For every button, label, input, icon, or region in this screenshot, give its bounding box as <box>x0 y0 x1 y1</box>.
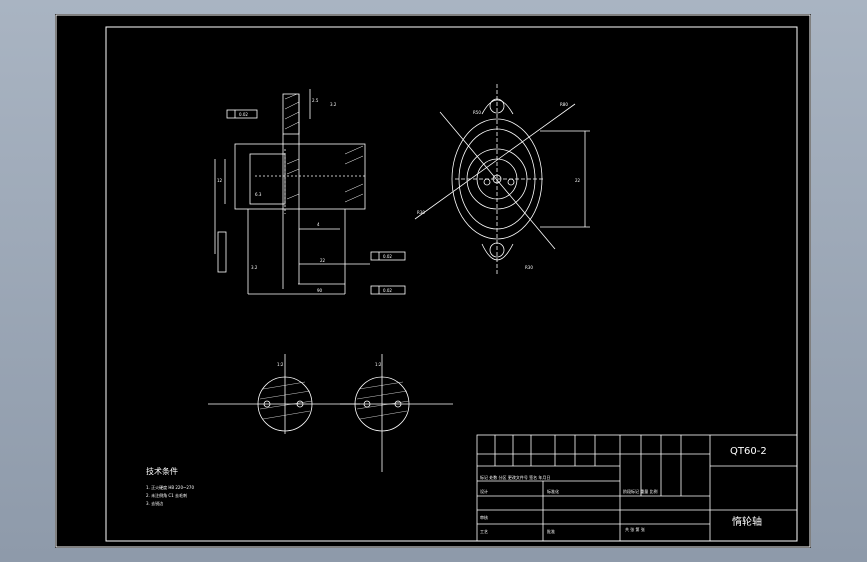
dim-d5: 4 <box>317 222 320 227</box>
gdt-frame-4 <box>217 231 227 273</box>
tech-item-1: 1. 正火硬度 HB 220~270 <box>146 484 194 490</box>
dim-d1: 2.5 <box>312 98 319 103</box>
tech-title: 技术条件 <box>146 466 178 476</box>
drawing-canvas: 0.02 0.02 0.02 2.5 12 3.2 6.3 4 22 90 3.… <box>55 14 811 548</box>
drawing-svg: 0.02 0.02 0.02 2.5 12 3.2 6.3 4 22 90 3.… <box>55 14 811 548</box>
gdt-frame-3 <box>370 285 406 295</box>
row-process: 工艺 <box>480 529 488 534</box>
dim-r1: R50 <box>473 110 481 115</box>
drawing-border <box>105 26 798 542</box>
material-label: QT60-2 <box>730 446 767 457</box>
gdt-frame-1 <box>226 109 258 119</box>
dim-d2: 12 <box>217 178 223 183</box>
gdt-value-3: 0.02 <box>383 288 392 293</box>
title-block <box>476 434 798 542</box>
dim-d11: 22 <box>575 178 581 183</box>
tech-item-3: 3. 去锐边 <box>146 500 163 506</box>
gdt-value-2: 0.02 <box>383 254 392 259</box>
row-approve: 批准 <box>547 528 555 534</box>
row-design: 设计 <box>480 488 488 494</box>
dim-d7: 90 <box>317 288 323 293</box>
row-sheets: 共 张 第 张 <box>625 526 645 532</box>
section-circle-2 <box>340 354 453 472</box>
flange-view <box>414 84 590 276</box>
row-mark: 标记 处数 分区 更改文件号 签名 年月日 <box>480 474 550 480</box>
tech-item-2: 2. 未注倒角 C1 去毛刺 <box>146 492 187 498</box>
section-label-2: 1:2 <box>375 362 382 367</box>
row-stage: 阶段标记 重量 比例 <box>623 488 658 494</box>
dim-d4: 6.3 <box>255 192 262 197</box>
outer-frame <box>55 14 811 548</box>
row-review: 审核 <box>480 514 488 520</box>
dim-r3: R30 <box>417 210 425 215</box>
dim-r4: R30 <box>525 265 533 270</box>
gdt-frame-2 <box>370 251 406 261</box>
part-name: 惰轮轴 <box>732 515 762 528</box>
dim-roughness-1: 3.2 <box>330 102 337 107</box>
section-circle-1 <box>208 354 360 434</box>
dim-roughness-2: 3.2 <box>251 265 258 270</box>
section-view <box>214 89 370 295</box>
gdt-value-1: 0.02 <box>239 112 248 117</box>
row-standardize: 标准化 <box>547 488 559 494</box>
dim-d6: 22 <box>320 258 326 263</box>
section-label-1: 1:2 <box>277 362 284 367</box>
dim-r2: R80 <box>560 102 568 107</box>
